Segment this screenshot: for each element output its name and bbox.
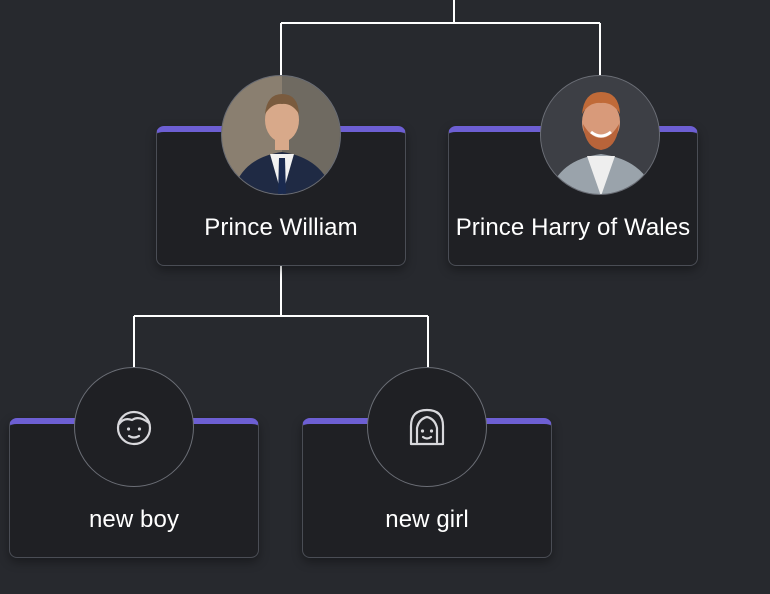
node-name-label: new boy [88, 506, 180, 533]
connector-william-to-children [133, 266, 429, 370]
portrait-photo-icon[interactable] [540, 75, 660, 195]
node-name-label: new girl [385, 506, 469, 533]
boy-face-icon[interactable] [74, 367, 194, 487]
girl-face-icon[interactable] [367, 367, 487, 487]
connector-root-to-parents [280, 0, 601, 78]
portrait-photo-icon[interactable] [221, 75, 341, 195]
node-name-label: Prince William [204, 214, 358, 241]
node-name-label: Prince Harry of Wales [455, 214, 691, 241]
